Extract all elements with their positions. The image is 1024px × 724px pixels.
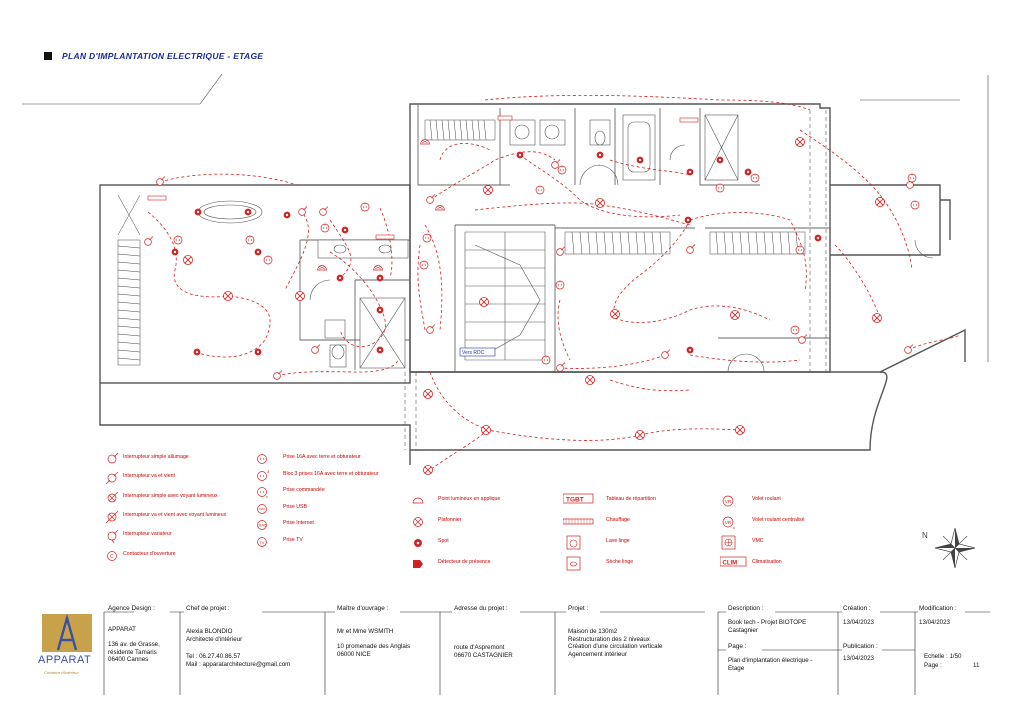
adresse-info: route d'Aspremont 06670 CASTAGNIER: [454, 644, 513, 659]
description-heading: Description :: [728, 605, 764, 612]
agence-info: APPARAT 136 av. de Grasse, résidente Tam…: [108, 626, 160, 664]
legend-rj-icon: RJ45: [254, 517, 272, 539]
legend-swvv-icon: [104, 470, 122, 492]
legend-clim-label: Climatisation: [752, 559, 782, 565]
moa-heading: Maître d'ouvrage :: [337, 605, 389, 612]
legend-sw-label: Interrupteur simple allumage: [123, 454, 189, 460]
legend-chauf-label: Chauffage: [606, 517, 630, 523]
legend-vrc-label: Volet roulant centralisé: [752, 517, 805, 523]
projet-info: Maison de 130m2 Restructuration des 2 ni…: [568, 628, 663, 658]
apparat-logo-icon: [42, 613, 92, 652]
adresse-heading: Adresse du projet :: [454, 605, 508, 612]
svg-text:RJ45: RJ45: [259, 524, 267, 528]
page-description: Plan d'implantation électrique - Etage: [728, 657, 813, 672]
legend-app-label: Point lumineux en applique: [438, 496, 501, 502]
scale: Echelle : 1/50: [924, 653, 962, 660]
legend-vr-icon: VR: [720, 493, 738, 515]
legend-vr-label: Volet roulant: [752, 496, 781, 502]
legend-swvvl-icon: [104, 509, 122, 531]
modification-date: 13/04/2023: [919, 619, 950, 626]
legend-usb-label: Prise USB: [283, 503, 307, 510]
legend-usb-icon: [254, 501, 272, 523]
legend-tgbt-label: Tableau de répartition: [606, 496, 656, 502]
svg-text:CLIM: CLIM: [723, 561, 738, 567]
logo-wordmark: APPARAT: [38, 654, 92, 666]
modification-heading: Modification :: [919, 605, 957, 612]
legend-sw-icon: [104, 451, 122, 473]
legend-pr3-label: Bloc 3 prises 16A avec terre et obturate…: [283, 470, 379, 477]
title-marker: [44, 52, 52, 60]
legend-prc-label: Prise commandée: [283, 487, 325, 493]
legend-spot-label: Spot: [438, 538, 449, 544]
agence-heading: Agence Design :: [108, 605, 155, 612]
svg-text:TV: TV: [259, 540, 264, 545]
chef-name: Alexia BLONDIO Architecte d'intérieur: [186, 628, 243, 643]
legend-pr3-icon: 3: [254, 468, 272, 490]
legend-tgbt-icon: TGBT: [562, 493, 595, 515]
description-info: Book tech - Projet BIOTOPE Castagnier: [728, 619, 807, 634]
svg-text:VR: VR: [725, 520, 732, 525]
legend-pla-label: Plafonnier: [438, 517, 462, 523]
compass-north-label: N: [922, 531, 928, 540]
stair-label-box: [459, 347, 496, 357]
projet-heading: Projet :: [568, 605, 589, 612]
legend-det-label: Détecteur de présence: [438, 559, 491, 565]
legend-pla-icon: [410, 514, 428, 536]
legend-swl-icon: [104, 490, 122, 512]
compass-icon: [934, 527, 976, 569]
legend-rj-label: Prise Internet: [283, 520, 314, 526]
chef-contact: Tel : 06.27.40.86.57 Mail : apparatarchi…: [186, 653, 291, 668]
legend-swv-label: Interrupteur variateur: [123, 531, 172, 538]
page-title: PLAN D'IMPLANTATION ELECTRIQUE - ETAGE: [62, 51, 264, 61]
legend-swl-label: Interrupteur simple avec voyant lumineux: [123, 492, 218, 499]
legend-chauf-icon: [562, 514, 595, 536]
page-number-label: Page :: [924, 662, 942, 669]
svg-text:TGBT: TGBT: [566, 497, 584, 504]
legend-ctc-icon: C: [104, 548, 122, 570]
svg-text:c: c: [266, 494, 268, 499]
creation-date: 13/04/2023: [843, 619, 874, 626]
svg-text:3: 3: [267, 469, 270, 474]
legend-swvvl-label: Interrupteur va et vient avec voyant lum…: [123, 511, 227, 518]
legend-ctc-label: Contacteur d'ouverture: [123, 550, 176, 557]
legend-tv-label: Prise TV: [283, 536, 303, 543]
legend-pr16-label: Prise 16A avec terre et obturateur: [283, 454, 361, 460]
svg-text:VR: VR: [725, 499, 732, 504]
legend-swvv-label: Interrupteur va et vient: [123, 473, 175, 480]
svg-text:c: c: [733, 525, 735, 530]
legend-spot-icon: [410, 535, 428, 557]
legend-lave-label: Lave linge: [606, 538, 630, 544]
legend-clim-icon: CLIM: [719, 556, 752, 578]
legend-det-icon: [410, 556, 428, 578]
stair-label: Vers RDC: [462, 350, 485, 356]
legend-app-icon: [410, 493, 428, 515]
legend-swv-icon: [104, 528, 122, 550]
legend-lave-icon: [563, 535, 581, 557]
publication-heading: Publication :: [843, 643, 878, 650]
page-heading: Page :: [728, 643, 747, 650]
page-number: 11: [973, 662, 980, 669]
legend-prc-icon: c: [254, 484, 272, 506]
logo-tagline: Créatrice d'intérieur: [44, 670, 79, 675]
legend-vmc-label: VMC: [752, 538, 764, 544]
legend-seche-icon: [563, 556, 581, 578]
legend-seche-label: Sèche linge: [606, 559, 634, 565]
publication-date: 13/04/2023: [843, 655, 874, 662]
legend-pr16-icon: [254, 451, 272, 473]
svg-text:C: C: [110, 554, 114, 560]
legend-tv-icon: TV: [254, 534, 272, 556]
moa-info: Mr et Mme WSMITH 10 promenade des Anglai…: [337, 628, 411, 658]
creation-heading: Création :: [843, 605, 871, 612]
legend-vmc-icon: [720, 535, 738, 557]
chef-heading: Chef de projet :: [186, 605, 230, 612]
